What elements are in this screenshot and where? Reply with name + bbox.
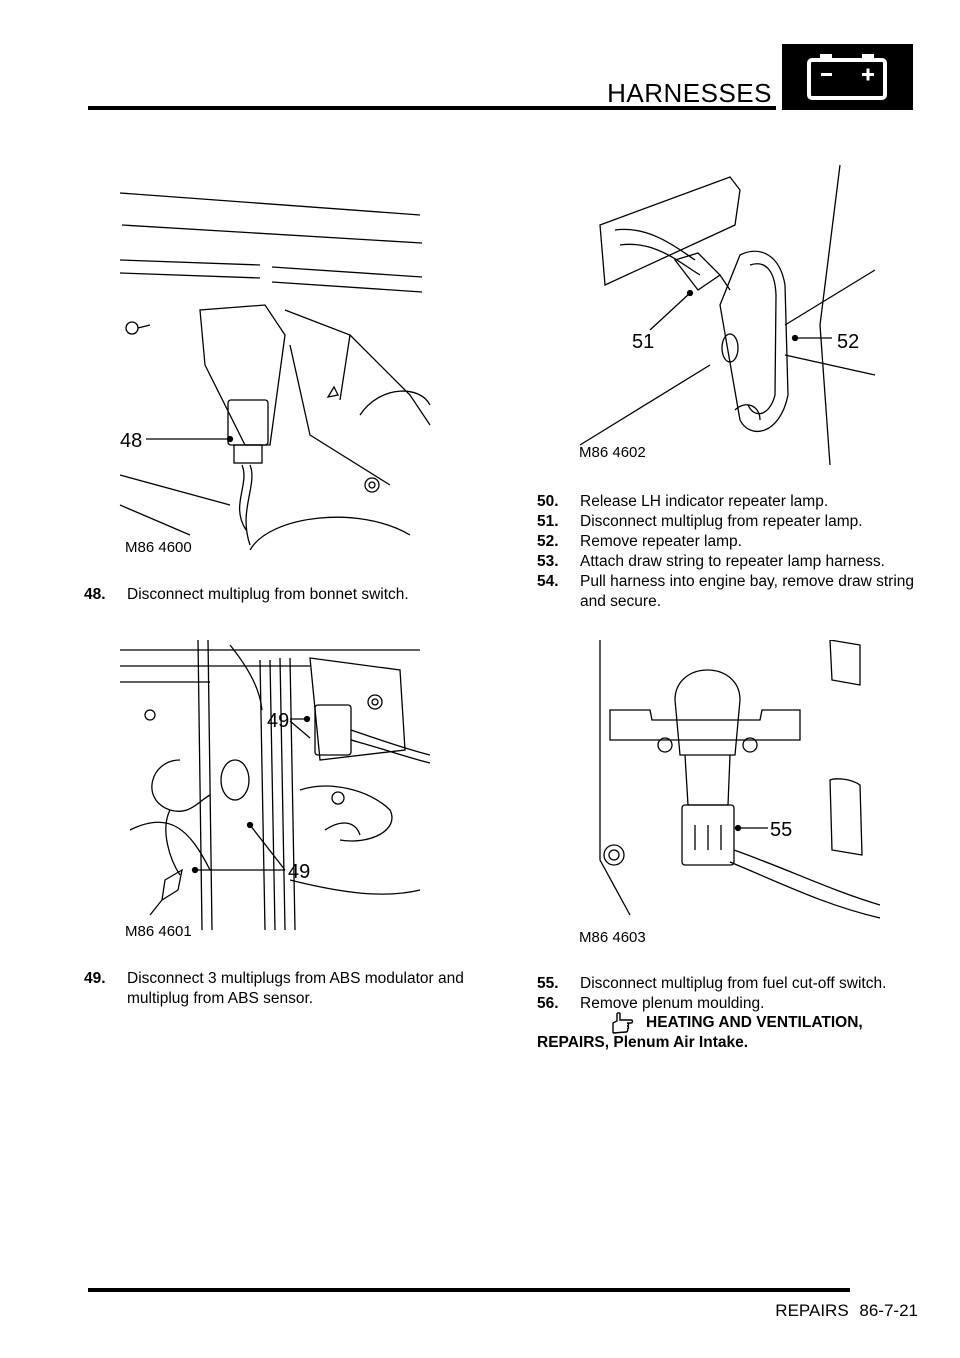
figure-4-id: M86 4603 [579, 929, 646, 946]
step-number: 54. [537, 573, 559, 590]
figure-2-callout-lower: 49 [288, 861, 310, 883]
step-text: Pull harness into engine bay, remove dra… [580, 573, 914, 610]
figure-2-callout-upper: 49 [267, 710, 289, 732]
step-text: Release LH indicator repeater lamp. [580, 493, 829, 510]
figure-4-callout: 55 [770, 819, 792, 841]
figure-3-id: M86 4602 [579, 444, 646, 461]
hand-pointer-icon [610, 1012, 636, 1034]
step-number: 52. [537, 533, 559, 550]
step-number: 56. [537, 995, 559, 1012]
step-number: 55. [537, 975, 559, 992]
figure-3-callout-right: 52 [837, 331, 859, 353]
step-text: Disconnect 3 multiplugs from ABS modulat… [127, 970, 464, 1007]
reference-link[interactable]: HEATING AND VENTILATION, [646, 1014, 863, 1031]
step-number: 49. [84, 970, 106, 987]
page-section-title: HARNESSES [607, 78, 772, 108]
step-text: Disconnect multiplug from fuel cut-off s… [580, 975, 887, 992]
step-text: Remove plenum moulding. [580, 995, 765, 1012]
step-number: 48. [84, 586, 106, 603]
step-text: Disconnect multiplug from bonnet switch. [127, 586, 409, 603]
battery-icon [782, 44, 913, 110]
figure-repeater-lamp: 51 52 M86 4602 [570, 164, 890, 466]
header-rule [88, 106, 776, 110]
page-number: REPAIRS 86-7-21 [775, 1301, 918, 1320]
figure-2-id: M86 4601 [125, 923, 192, 940]
figure-bonnet-switch: 48 M86 4600 [110, 185, 440, 560]
step-number: 50. [537, 493, 559, 510]
figure-3-callout-left: 51 [632, 331, 654, 353]
reference-link-continued[interactable]: REPAIRS, Plenum Air Intake. [537, 1034, 749, 1051]
figure-1-id: M86 4600 [125, 539, 192, 556]
step-text: Attach draw string to repeater lamp harn… [580, 553, 885, 570]
footer-rule [88, 1288, 850, 1292]
figure-1-callout: 48 [120, 430, 142, 452]
step-number: 53. [537, 553, 559, 570]
step-text: Remove repeater lamp. [580, 533, 742, 550]
figure-abs-modulator: 49 49 M86 4601 [110, 630, 440, 950]
figure-fuel-cutoff-switch: 55 M86 4603 [570, 639, 890, 950]
step-number: 51. [537, 513, 559, 530]
step-text: Disconnect multiplug from repeater lamp. [580, 513, 863, 530]
